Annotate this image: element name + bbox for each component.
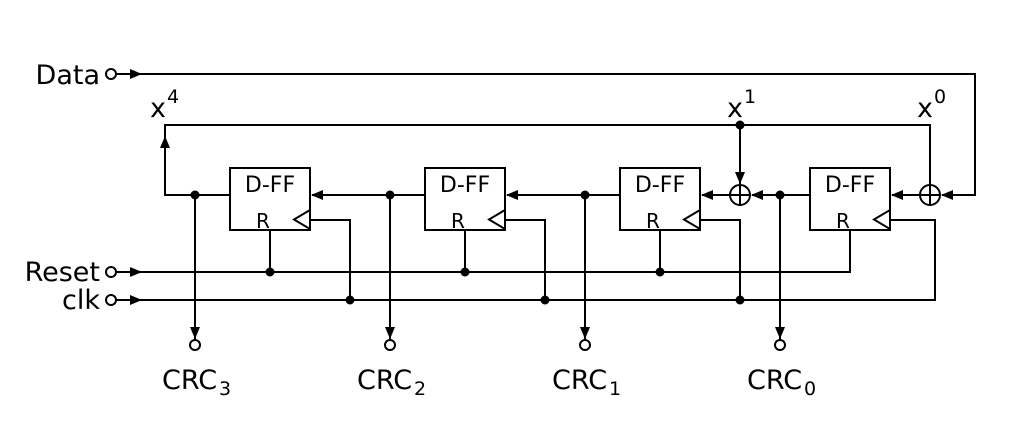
- crc2-label-subscript: 2: [414, 378, 426, 400]
- tap-x4-exponent: 4: [167, 86, 179, 108]
- clk-input-terminal: [105, 294, 117, 306]
- junction-dot: [265, 267, 275, 277]
- crc0-label-base: CRC: [747, 365, 802, 396]
- tap-label-x1: x 1: [727, 86, 756, 124]
- junction-dot: [735, 120, 745, 130]
- arrowhead-down: [385, 327, 395, 339]
- crc1-output-terminal: [579, 339, 591, 351]
- reset-input-label: Reset: [25, 257, 100, 288]
- arrowhead-down: [580, 327, 590, 339]
- arrowhead-into-dff0: [891, 190, 903, 200]
- clk-wire: [116, 219, 936, 301]
- clk-riser: [700, 219, 741, 300]
- arrowhead-right: [130, 295, 142, 305]
- reset-input-terminal: [105, 266, 117, 278]
- arrowhead-up: [160, 136, 170, 148]
- dff-stage-crc1: D-FF R: [619, 167, 701, 233]
- arrowhead-into-xor-x1-right: [751, 190, 763, 200]
- data-input-net: Data: [36, 60, 976, 200]
- crc0-output: CRC 0: [747, 195, 816, 400]
- data-wire: [116, 73, 976, 196]
- reset-pin-label: R: [256, 209, 270, 233]
- arrowhead-into-xor-x1: [735, 172, 745, 184]
- tap-label-x0: x 0: [917, 86, 946, 124]
- xor-gate-x0: [919, 184, 941, 206]
- crc1-label-subscript: 1: [609, 378, 621, 400]
- reset-pin-label: R: [646, 209, 660, 233]
- clk-input-label: clk: [62, 285, 100, 316]
- tap-x4-base: x: [150, 93, 166, 124]
- clk-riser: [505, 219, 546, 300]
- arrowhead-into-dff1: [701, 190, 713, 200]
- crc2-label-base: CRC: [357, 365, 412, 396]
- tap-label-x4: x 4: [150, 86, 179, 124]
- reset-wire: [116, 230, 851, 273]
- crc3-output-terminal: [189, 339, 201, 351]
- arrowhead-into-dff3: [311, 190, 323, 200]
- arrowhead-down: [775, 327, 785, 339]
- crc0-output-terminal: [774, 339, 786, 351]
- signal-wires: [311, 190, 920, 200]
- xor-plus-icon: [920, 185, 940, 205]
- tap-x0-base: x: [917, 93, 933, 124]
- dff-stage-crc0: D-FF R: [809, 167, 891, 233]
- crc3-label-base: CRC: [162, 365, 217, 396]
- xor-gate-x1: [729, 184, 751, 206]
- junction-dot: [540, 295, 550, 305]
- junction-dot: [345, 295, 355, 305]
- junction-dot: [655, 267, 665, 277]
- dff-label: D-FF: [825, 173, 875, 198]
- junction-dot: [460, 267, 470, 277]
- tap-x1-base: x: [727, 93, 743, 124]
- crc2-output: CRC 2: [357, 195, 426, 400]
- dff-stage-crc2: D-FF R: [424, 167, 506, 233]
- crc0-label-subscript: 0: [804, 378, 816, 400]
- arrowhead-right: [130, 69, 142, 79]
- tap-x1-exponent: 1: [744, 86, 756, 108]
- arrowhead-into-xor-x0: [941, 190, 953, 200]
- tap-x0-exponent: 0: [934, 86, 946, 108]
- feedback-net: x 4 x 1 x 0: [150, 86, 946, 200]
- clk-net: clk: [62, 219, 936, 316]
- data-input-terminal: [105, 68, 117, 80]
- reset-pin-label: R: [836, 209, 850, 233]
- dff-label: D-FF: [245, 173, 295, 198]
- junction-dot: [735, 295, 745, 305]
- crc1-output: CRC 1: [552, 195, 621, 400]
- dff-stage-crc3: D-FF R: [229, 167, 311, 233]
- reset-pin-label: R: [451, 209, 465, 233]
- crc-outputs: CRC 3 CRC 2 CRC 1 CRC 0: [162, 195, 816, 400]
- crc1-label-base: CRC: [552, 365, 607, 396]
- arrowhead-right: [130, 267, 142, 277]
- arrowhead-down: [190, 327, 200, 339]
- crc3-label-subscript: 3: [219, 378, 231, 400]
- dff-label: D-FF: [635, 173, 685, 198]
- clk-riser: [310, 219, 351, 300]
- dff-label: D-FF: [440, 173, 490, 198]
- reset-net: Reset: [25, 230, 851, 288]
- data-input-label: Data: [36, 60, 100, 91]
- crc3-output: CRC 3: [162, 195, 231, 400]
- xor-plus-icon: [730, 185, 750, 205]
- arrowhead-into-dff2: [506, 190, 518, 200]
- crc2-output-terminal: [384, 339, 396, 351]
- feedback-wire: [164, 124, 931, 196]
